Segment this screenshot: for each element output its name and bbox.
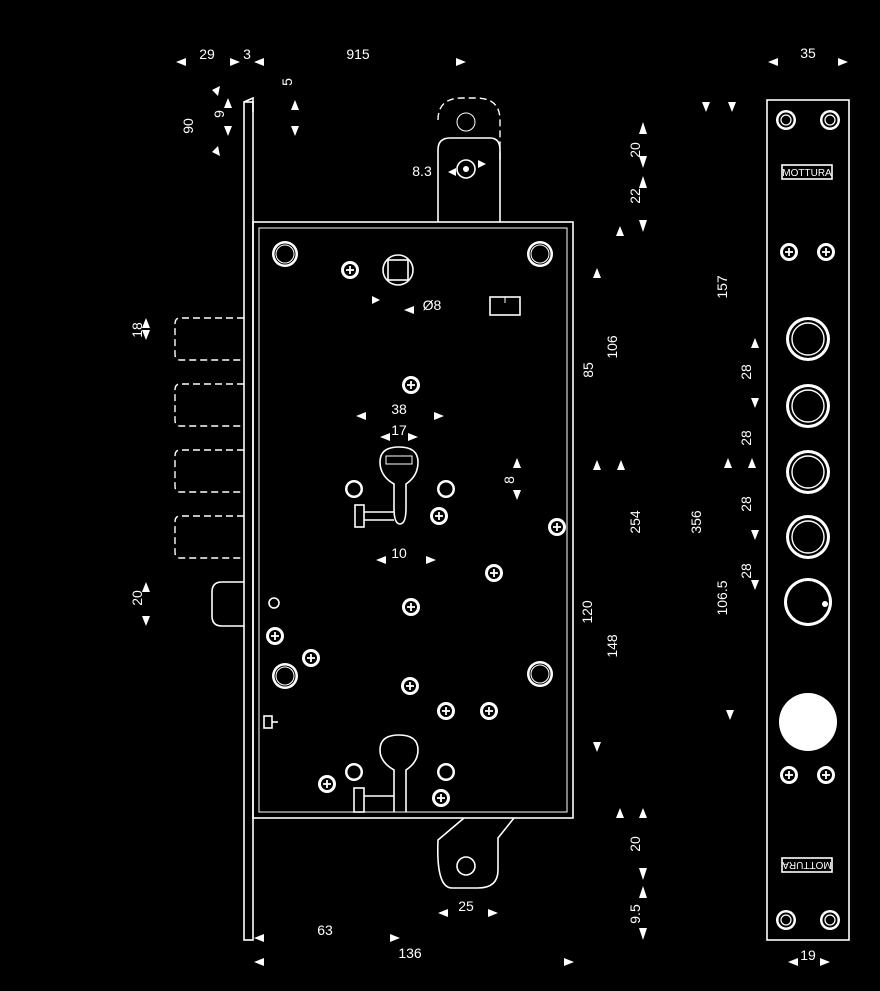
dim-3: 3	[243, 46, 251, 62]
case-features	[263, 240, 567, 813]
dim-18: 18	[129, 322, 145, 338]
faceplate	[766, 99, 850, 941]
dim-20-left: 20	[129, 590, 145, 606]
brand-label-top: MOTTURA	[782, 168, 832, 179]
dim-356: 356	[688, 510, 704, 534]
dimension-arrows	[142, 58, 848, 966]
dim-8: 8	[501, 476, 517, 484]
dim-28-d: 28	[738, 563, 754, 579]
dim-dia-8: Ø8	[423, 297, 442, 313]
dim-29: 29	[199, 46, 215, 62]
dim-22: 22	[627, 188, 643, 204]
dim-10: 10	[391, 545, 407, 561]
front-plate	[243, 96, 254, 941]
latch	[211, 581, 244, 627]
dim-148: 148	[604, 634, 620, 658]
dim-106: 106	[604, 335, 620, 359]
dim-90: 90	[180, 118, 196, 134]
dim-5: 5	[279, 78, 295, 86]
dim-19: 19	[800, 947, 816, 963]
dim-120: 120	[579, 600, 595, 624]
dim-9: 9	[211, 110, 227, 118]
bottom-tab	[436, 817, 515, 889]
top-tab	[437, 97, 501, 222]
dim-136: 136	[398, 945, 422, 961]
dim-254: 254	[627, 510, 643, 534]
dim-25: 25	[458, 898, 474, 914]
deadbolts	[174, 317, 244, 559]
dim-38: 38	[391, 401, 407, 417]
brand-label-bottom: MOTTURA	[782, 859, 832, 870]
dim-28-c: 28	[738, 496, 754, 512]
dim-35: 35	[800, 45, 816, 61]
dim-8-3: 8.3	[412, 163, 432, 179]
dim-9-5: 9.5	[627, 904, 643, 924]
dim-28-b: 28	[738, 430, 754, 446]
dim-157: 157	[714, 275, 730, 299]
dim-63: 63	[317, 922, 333, 938]
dim-20-top: 20	[627, 142, 643, 158]
dim-28-a: 28	[738, 364, 754, 380]
dim-20-bottom: 20	[627, 836, 643, 852]
lock-case	[252, 221, 574, 819]
dim-915: 915	[346, 46, 370, 62]
dim-106-5: 106.5	[714, 580, 730, 615]
dimension-labels: 29 3 915 5 90 9 8.3 20 22 Ø8 18 20 38 17…	[129, 45, 816, 963]
dim-85: 85	[580, 362, 596, 378]
dim-17: 17	[391, 422, 407, 438]
